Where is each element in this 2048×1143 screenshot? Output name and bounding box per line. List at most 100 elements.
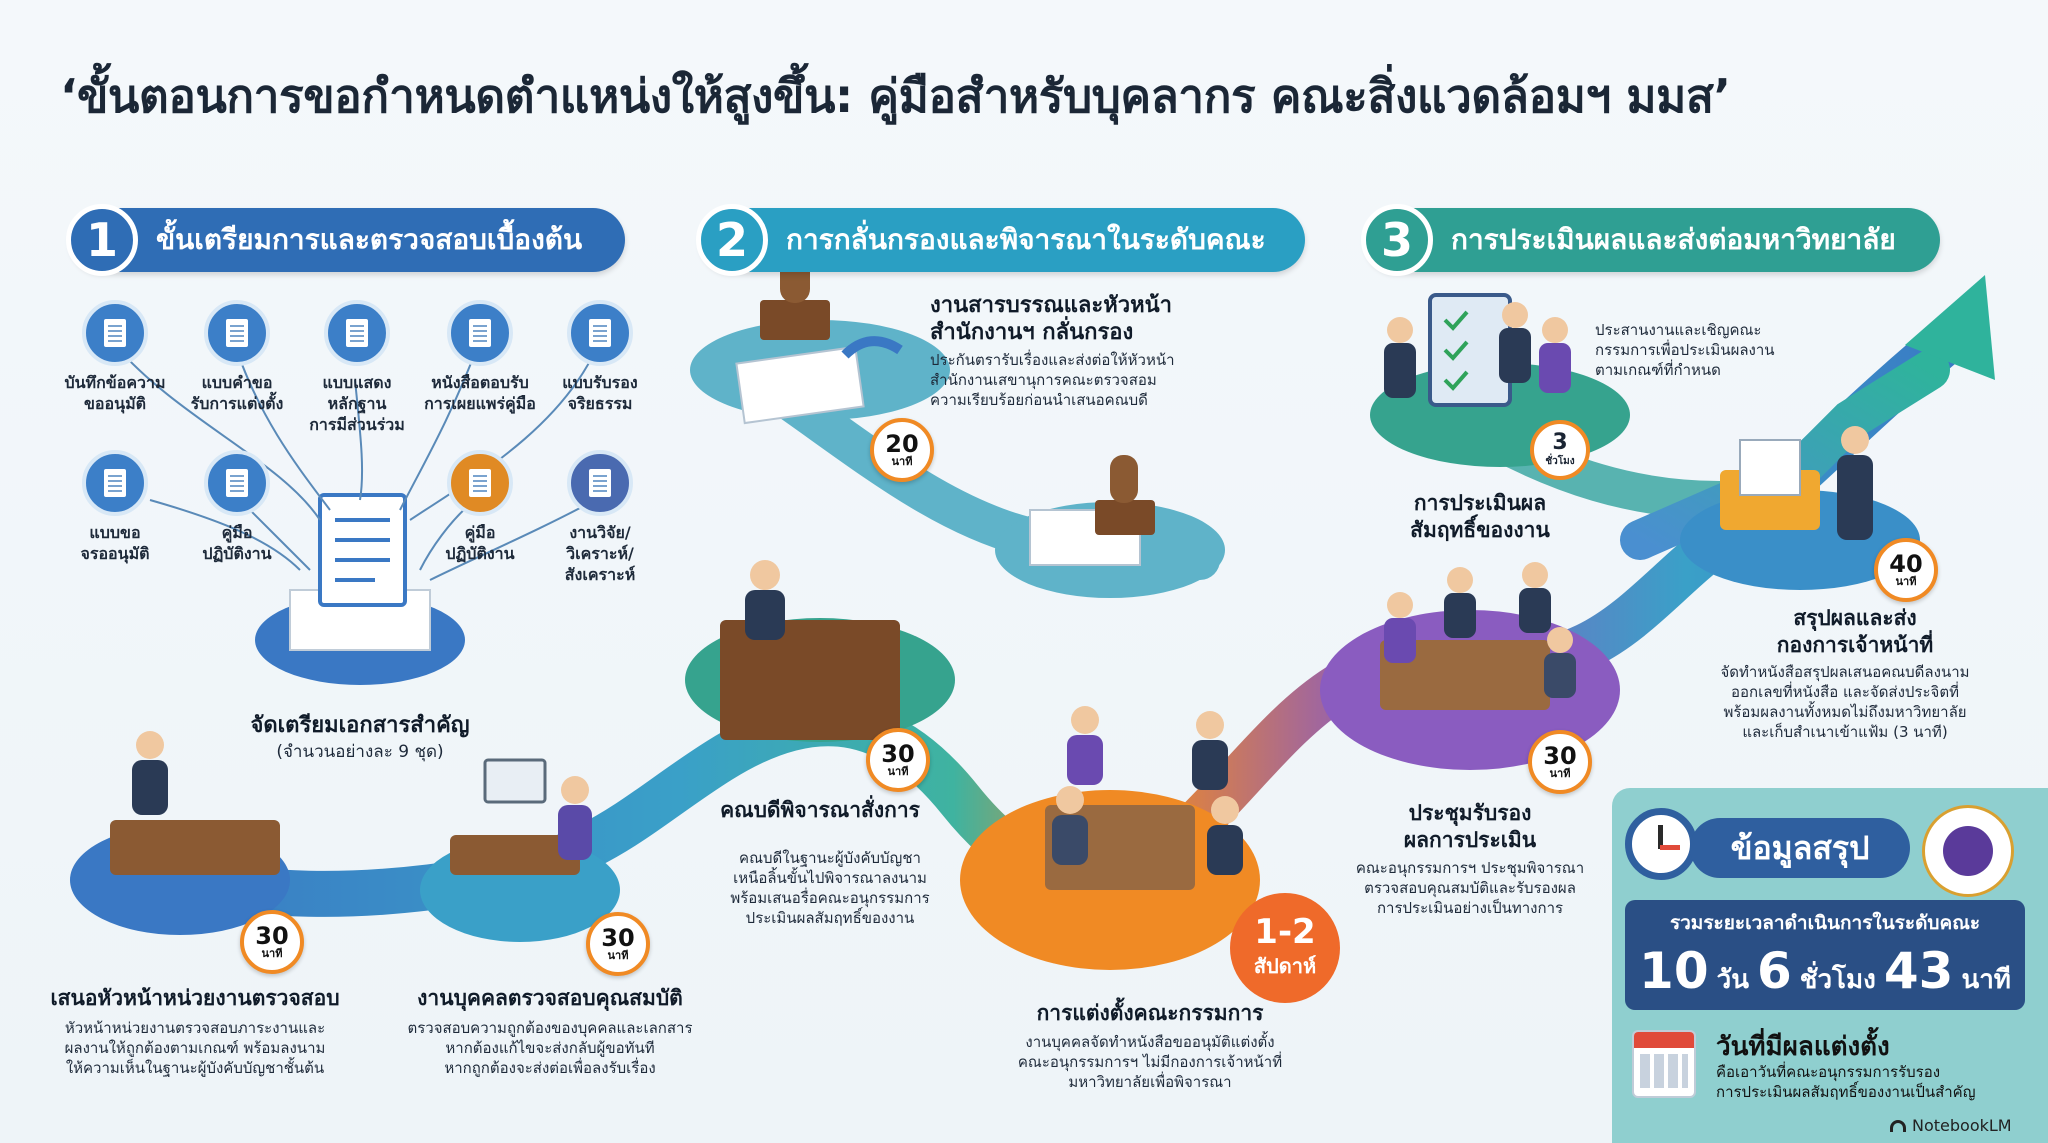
document-label: แบบรับรอง จริยธรรม <box>562 373 638 413</box>
document-item: แบบขอ จรออนุมัติ <box>50 450 180 564</box>
document-icon <box>204 450 270 516</box>
step6-desc: คณะอนุกรรมการฯ ประชุมพิจารณา ตรวจสอบคุณส… <box>1355 859 1585 917</box>
desk-step1 <box>110 820 280 875</box>
step2-desc: ตรวจสอบความถูกต้องของบุคคลและเลกสาร หากต… <box>407 1019 693 1077</box>
document-label: คู่มือ ปฏิบัติงาน <box>445 523 515 563</box>
step8-title: สรุปผลและส่ง กองการเจ้าหน้าที่ <box>1776 606 1934 657</box>
connector-9 <box>429 499 596 581</box>
summary-heading-pill: ข้อมูลสรุป <box>1690 818 1910 878</box>
badge-value: 30 <box>255 922 289 950</box>
summary-days-unit: วัน <box>1716 965 1749 995</box>
document-label: แบบแสดง หลักฐาน การมีส่วนร่วม <box>309 373 405 434</box>
document-item: คู่มือ ปฏิบัติงาน <box>410 450 550 564</box>
step3-title: งานสารบรรณและหัวหน้า สำนักงานฯ กลั่นกรอง <box>930 293 1172 345</box>
step7-desc: ประสานงานและเชิญคณะ กรรมการเพื่อประเมินผ… <box>1595 321 1775 379</box>
connector-5 <box>409 344 599 521</box>
time-badge-step4: 30 นาที <box>866 728 930 792</box>
person-step2 <box>558 776 592 860</box>
summary-hours-unit: ชั่วโมง <box>1799 965 1876 995</box>
connector-2 <box>234 344 331 511</box>
document-item: แบบคำขอ รับการแต่งตั้ง <box>172 300 302 414</box>
badge-value: 20 <box>885 430 919 458</box>
step4-desc: คณบดีในฐานะผู้บังคับบัญชา เหนือลิ้นขั้นไ… <box>730 849 930 927</box>
phase-1-number: 1 <box>66 204 138 276</box>
document-item: คู่มือ ปฏิบัติงาน <box>172 450 302 564</box>
document-icon <box>82 300 148 366</box>
document-icon <box>324 300 390 366</box>
stamp-base-step3b <box>1095 500 1155 535</box>
growth-arrow-head <box>1905 275 1995 380</box>
connector-4 <box>399 344 479 511</box>
badge-unit: นาที <box>891 455 913 468</box>
notebooklm-icon <box>1890 1119 1906 1132</box>
people-step7 <box>1384 302 1571 398</box>
document-label: งานวิจัย/ วิเคราะห์/ สังเคราะห์ <box>564 523 636 584</box>
badge-value: 3 <box>1552 429 1568 455</box>
return-arrow <box>841 336 903 359</box>
summary-minutes: 43 <box>1883 942 1954 1000</box>
time-badge-step2: 30 นาที <box>586 912 650 976</box>
university-seal-icon <box>1922 805 2014 897</box>
document-icon <box>82 450 148 516</box>
checklist-board <box>1428 293 1512 407</box>
document-label: หนังสือตอบรับ การเผยแพร่คู่มือ <box>424 373 536 413</box>
badge-unit: นาที <box>887 765 909 778</box>
step2-title: งานบุคคลตรวจสอบคุณสมบัติ <box>417 986 683 1010</box>
people-step5 <box>1052 706 1243 875</box>
calendar-icon <box>1632 1030 1696 1098</box>
document-label: แบบขอ จรออนุมัติ <box>80 523 150 563</box>
badge-value: 30 <box>1543 742 1577 770</box>
badge-unit: นาที <box>607 949 629 962</box>
summary-days: 10 <box>1639 942 1709 1000</box>
document-icon <box>567 450 633 516</box>
summary-heading: ข้อมูลสรุป <box>1730 828 1870 867</box>
phase-3-banner: 3 การประเมินผลและส่งต่อมหาวิทยาลัย <box>1361 204 1940 276</box>
badge-value: 30 <box>601 924 635 952</box>
time-badge-step8: 40 นาที <box>1874 538 1938 602</box>
document-item: แบบแสดง หลักฐาน การมีส่วนร่วม <box>292 300 422 435</box>
step4-title: คณบดีพิจารณาสั่งการ <box>720 798 920 822</box>
step7-title: การประเมินผล สัมฤทธิ์ของงาน <box>1410 491 1550 542</box>
phase-3-number: 3 <box>1361 204 1433 276</box>
step6-title: ประชุมรับรอง ผลการประเมิน <box>1403 801 1537 852</box>
stamp-handle-step3b <box>1110 455 1138 503</box>
person-step8 <box>1837 426 1873 540</box>
document-label: บันทึกข้อความ ขออนุมัติ <box>64 373 166 413</box>
document-icon <box>204 300 270 366</box>
connector-1 <box>114 344 321 521</box>
badge-value: 40 <box>1889 550 1923 578</box>
brand-label: NotebookLM <box>1912 1116 2012 1135</box>
badge-unit: นาที <box>1549 767 1571 780</box>
badge-value: 30 <box>881 740 915 768</box>
document-label: คู่มือ ปฏิบัติงาน <box>202 523 272 563</box>
document-item: งานวิจัย/ วิเคราะห์/ สังเคราะห์ <box>535 450 665 585</box>
document-icon <box>447 450 513 516</box>
clock-icon <box>1625 808 1697 880</box>
step3-desc: ประกันตรารับเรื่องและส่งต่อให้หัวหน้า สำ… <box>930 351 1175 409</box>
badge-unit: สัปดาห์ <box>1253 954 1317 978</box>
check-marks <box>1443 310 1469 391</box>
stamp-base-step3 <box>760 300 830 340</box>
summary-total-label: รวมระยะเวลาดำเนินการในระดับคณะ <box>1669 912 1981 934</box>
summary-minutes-unit: นาที <box>1961 965 2011 995</box>
phase-3-label: การประเมินผลและส่งต่อมหาวิทยาลัย <box>1451 223 1896 256</box>
summary-total-value: 10 วัน 6 ชั่วโมง 43 นาที <box>1625 942 2025 1000</box>
person-step4 <box>745 560 785 640</box>
step5-desc: งานบุคคลจัดทำหนังสือขออนุมัติแต่งตั้ง คณ… <box>1017 1033 1283 1091</box>
phase-2-number: 2 <box>696 204 768 276</box>
page-title: ‘ขั้นตอนการขอกำหนดตำแหน่งให้สูงขึ้น: คู่… <box>60 69 1731 123</box>
prepare-title: จัดเตรียมเอกสารสำคัญ <box>250 713 470 738</box>
step8-desc: จัดทำหนังสือสรุปผลเสนอคณบดีลงนาม ออกเลขท… <box>1720 663 1970 741</box>
appoint-title: วันที่มีผลแต่งตั้ง <box>1716 1032 1890 1062</box>
monitor-step2 <box>483 758 547 804</box>
step5-title: การแต่งตั้งคณะกรรมการ <box>1036 1001 1264 1025</box>
phase-2-label: การกลั่นกรองและพิจารณาในระดับคณะ <box>786 223 1266 256</box>
document-item: แบบรับรอง จริยธรรม <box>535 300 665 414</box>
badge-unit: ชั่วโมง <box>1545 455 1575 467</box>
time-badge-step6: 30 นาที <box>1528 730 1592 794</box>
brand-watermark: NotebookLM <box>1890 1116 2012 1135</box>
connector-6 <box>149 499 301 571</box>
step1-title: เสนอหัวหน้าหน่วยงานตรวจสอบ <box>50 986 340 1010</box>
badge-value: 1-2 <box>1254 912 1316 952</box>
